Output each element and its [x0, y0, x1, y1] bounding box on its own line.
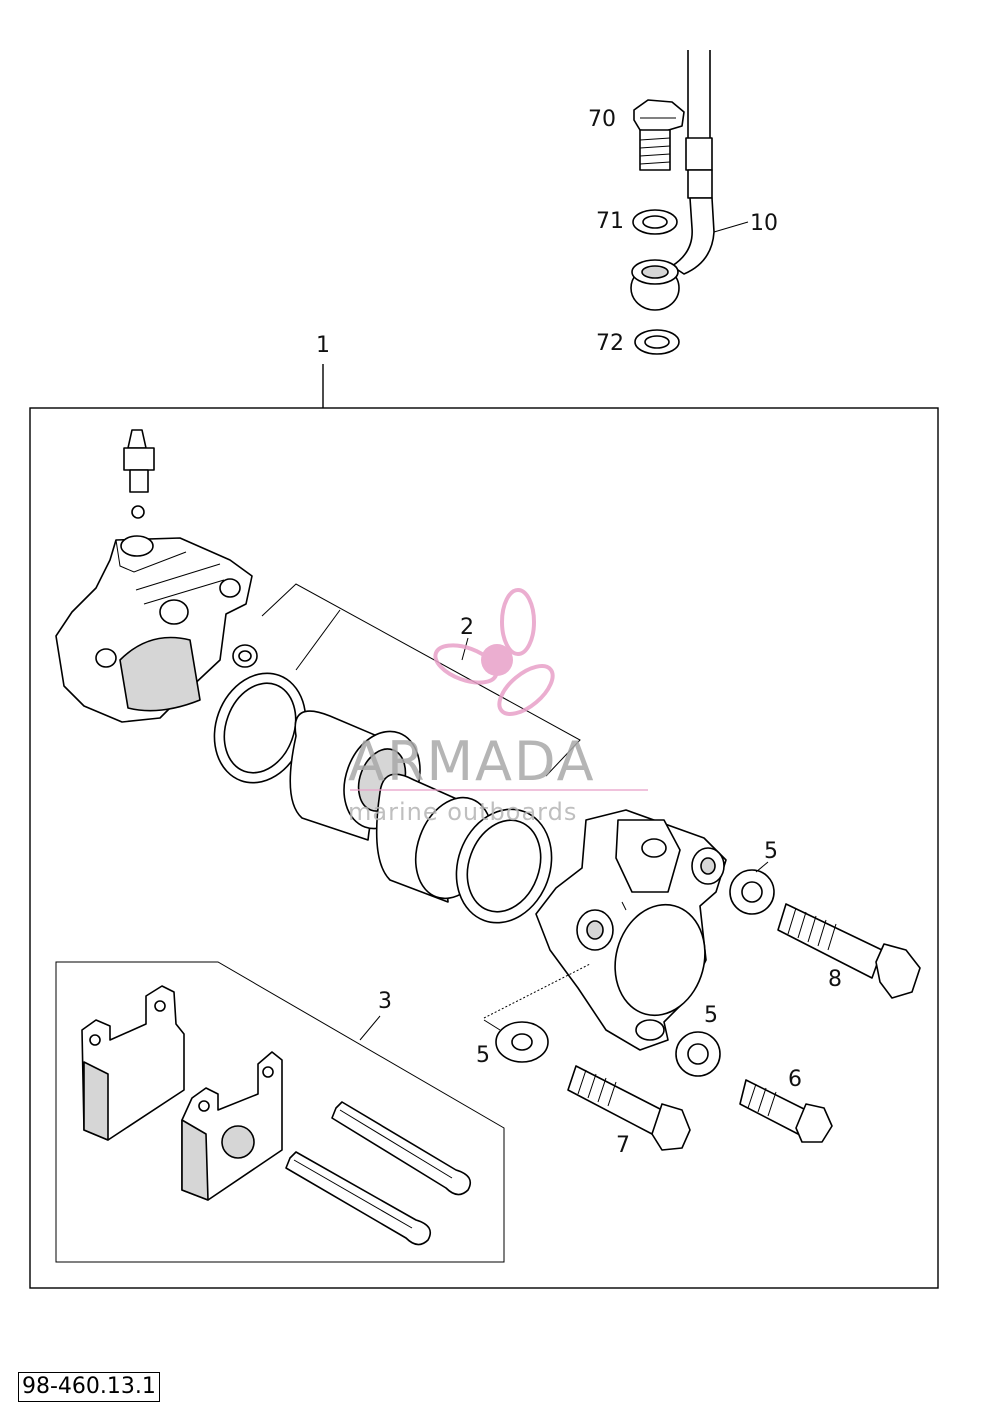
bolt-7	[567, 1065, 691, 1151]
caliper-assembly-frame	[29, 364, 939, 1289]
leader-5-right	[755, 861, 769, 873]
piston-seal-outer	[213, 672, 307, 784]
watermark-brand: ARMADA	[348, 730, 596, 793]
cotter-pin-lower	[285, 1151, 432, 1246]
callout-5-lower-right: 5	[704, 1003, 718, 1028]
sealing-washer-lower	[634, 329, 680, 355]
alignment-line	[483, 963, 591, 1019]
bolt-8	[777, 903, 921, 999]
callout-5-upper-right: 5	[764, 839, 778, 864]
callout-3: 3	[378, 989, 392, 1014]
washer-upper-right	[729, 869, 775, 915]
bolt-6	[739, 1079, 833, 1143]
brake-pad-2	[181, 1051, 283, 1201]
propeller-logo	[433, 588, 555, 716]
bleeder-screw	[123, 429, 155, 519]
callout-2: 2	[460, 615, 474, 640]
washer-lower-left	[495, 1021, 549, 1063]
armada-watermark: ARMADA marine outboards	[348, 588, 648, 826]
small-o-ring	[232, 644, 258, 668]
callout-1: 1	[316, 333, 330, 358]
caliper-inner-half	[535, 809, 727, 1051]
reference-code: 98-460.13.1	[18, 1372, 160, 1402]
washer-lower-right	[675, 1031, 721, 1077]
callout-71: 71	[596, 209, 624, 234]
sealing-washer-upper	[632, 209, 678, 235]
leader-10	[713, 221, 749, 233]
banjo-bolt	[633, 99, 685, 171]
cotter-pin-upper	[331, 1101, 472, 1196]
callout-72: 72	[596, 331, 624, 356]
callout-10: 10	[750, 211, 778, 236]
callout-7: 7	[616, 1133, 630, 1158]
watermark-tagline: marine outboards	[348, 798, 577, 826]
brake-pad-1	[81, 985, 185, 1141]
callout-labels: 70 71 10 72 1 2 3 5 8 5 5 6 7	[316, 107, 842, 1158]
callout-8: 8	[828, 967, 842, 992]
callout-6: 6	[788, 1067, 802, 1092]
pad-kit-outline	[55, 961, 505, 1263]
brake-hose-assembly	[630, 50, 715, 311]
caliper-outer-half	[55, 535, 253, 723]
piston-seal-inner	[455, 808, 553, 924]
callout-70: 70	[588, 107, 616, 132]
alignment-line-2	[483, 1019, 501, 1031]
callout-5-lower-left: 5	[476, 1043, 490, 1068]
